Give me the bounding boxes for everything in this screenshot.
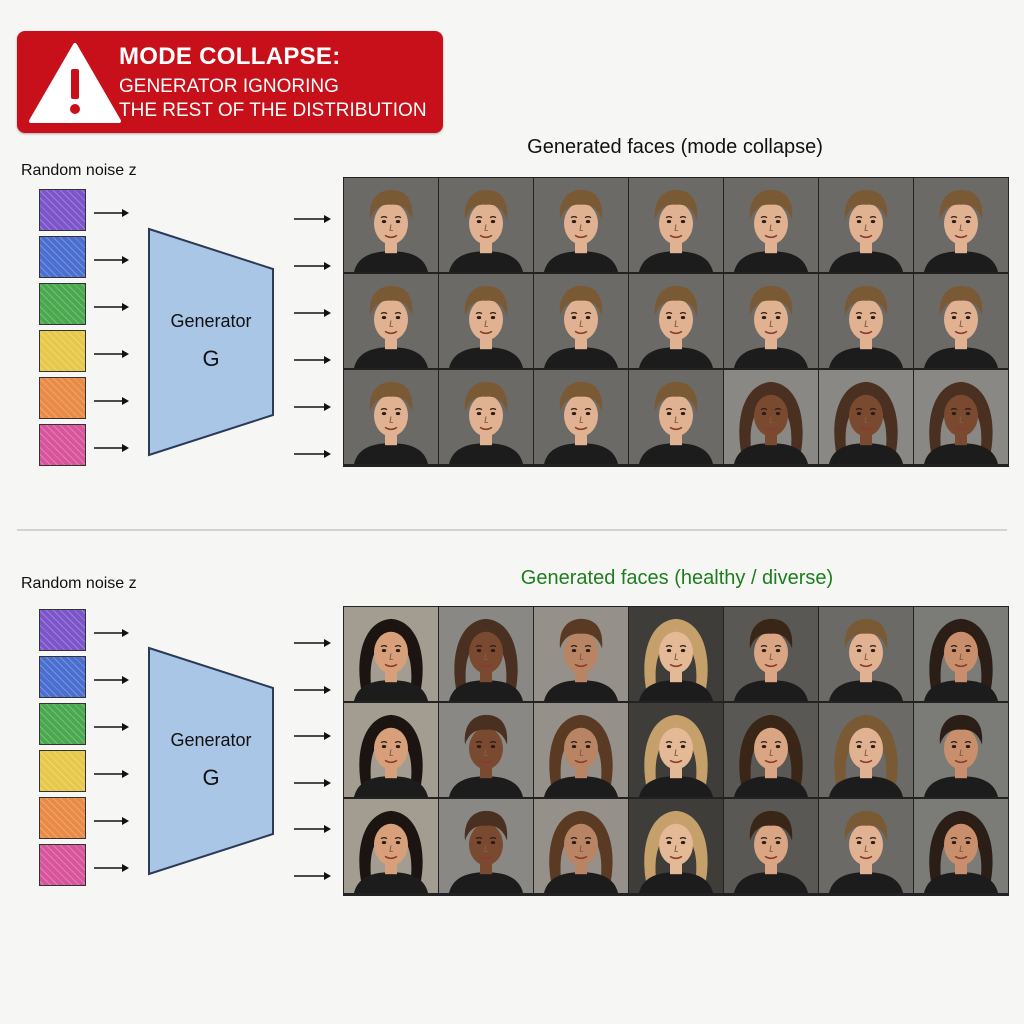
face-cell xyxy=(344,799,438,893)
input-arrow-5 xyxy=(94,813,130,831)
face-cell xyxy=(914,274,1008,368)
banner-subtitle-line-1: GENERATOR IGNORING xyxy=(119,76,339,97)
face-cell xyxy=(629,370,723,464)
face-cell xyxy=(819,178,913,272)
generator-block xyxy=(147,227,277,462)
face-cell xyxy=(914,178,1008,272)
output-arrow-4 xyxy=(294,775,332,793)
face-cell xyxy=(534,274,628,368)
input-arrow-4 xyxy=(94,766,130,784)
face-cell xyxy=(819,703,913,797)
noise-swatch-4 xyxy=(39,750,86,792)
face-cell xyxy=(439,370,533,464)
output-arrow-6 xyxy=(294,868,332,886)
face-cell xyxy=(629,607,723,701)
output-arrow-1 xyxy=(294,211,332,229)
noise-label-healthy: Random noise z xyxy=(21,575,137,592)
output-arrow-5 xyxy=(294,399,332,417)
face-grid xyxy=(343,606,1009,896)
face-cell xyxy=(439,274,533,368)
input-arrow-4 xyxy=(94,346,130,364)
face-cell xyxy=(724,274,818,368)
face-cell xyxy=(629,703,723,797)
input-arrow-1 xyxy=(94,205,130,223)
noise-swatch-5 xyxy=(39,377,86,419)
face-cell xyxy=(344,607,438,701)
grid-title-healthy: Generated faces (healthy / diverse) xyxy=(520,567,834,589)
output-arrow-6 xyxy=(294,446,332,464)
warning-triangle-icon xyxy=(29,43,121,123)
face-cell xyxy=(439,703,533,797)
noise-swatch-2 xyxy=(39,236,86,278)
face-cell xyxy=(534,607,628,701)
face-cell xyxy=(344,274,438,368)
face-cell xyxy=(819,799,913,893)
noise-label-collapse: Random noise z xyxy=(21,162,137,179)
generator-label-collapse: Generator xyxy=(170,311,252,331)
face-cell xyxy=(819,274,913,368)
input-arrow-3 xyxy=(94,299,130,317)
face-cell xyxy=(439,178,533,272)
face-cell xyxy=(439,799,533,893)
face-cell xyxy=(914,703,1008,797)
face-cell xyxy=(629,178,723,272)
noise-swatch-6 xyxy=(39,844,86,886)
face-cell xyxy=(914,607,1008,701)
face-cell xyxy=(914,799,1008,893)
face-cell xyxy=(534,178,628,272)
face-cell xyxy=(724,607,818,701)
face-cell xyxy=(724,178,818,272)
face-cell xyxy=(819,607,913,701)
face-cell xyxy=(439,607,533,701)
input-arrow-5 xyxy=(94,393,130,411)
output-arrow-4 xyxy=(294,352,332,370)
noise-swatch-3 xyxy=(39,703,86,745)
output-arrow-3 xyxy=(294,305,332,323)
noise-swatch-4 xyxy=(39,330,86,372)
output-arrow-5 xyxy=(294,821,332,839)
face-cell xyxy=(819,370,913,464)
face-cell xyxy=(344,178,438,272)
face-cell xyxy=(724,799,818,893)
face-cell xyxy=(534,799,628,893)
noise-swatch-6 xyxy=(39,424,86,466)
face-cell xyxy=(724,703,818,797)
banner-title: MODE COLLAPSE: xyxy=(119,43,341,70)
banner-subtitle-line-2: THE REST OF THE DISTRIBUTION xyxy=(119,100,427,121)
face-cell xyxy=(344,703,438,797)
noise-swatch-5 xyxy=(39,797,86,839)
grid-title-collapse: Generated faces (mode collapse) xyxy=(527,136,823,158)
face-cell xyxy=(534,703,628,797)
generator-label-healthy: Generator xyxy=(170,730,252,750)
noise-swatch-3 xyxy=(39,283,86,325)
output-arrow-1 xyxy=(294,635,332,653)
input-arrow-3 xyxy=(94,719,130,737)
face-grid xyxy=(343,177,1009,467)
generator-letter-healthy: G xyxy=(202,765,220,790)
face-cell xyxy=(629,274,723,368)
face-cell xyxy=(914,370,1008,464)
input-arrow-2 xyxy=(94,252,130,270)
output-arrow-2 xyxy=(294,682,332,700)
face-cell xyxy=(629,799,723,893)
warning-banner xyxy=(17,31,443,133)
output-arrow-3 xyxy=(294,728,332,746)
generator-letter-collapse: G xyxy=(202,346,220,371)
input-arrow-6 xyxy=(94,860,130,878)
input-arrow-1 xyxy=(94,625,130,643)
face-cell xyxy=(724,370,818,464)
generator-block xyxy=(147,646,277,881)
input-arrow-2 xyxy=(94,672,130,690)
face-cell xyxy=(344,370,438,464)
section-divider xyxy=(17,529,1007,531)
noise-swatch-2 xyxy=(39,656,86,698)
input-arrow-6 xyxy=(94,440,130,458)
face-cell xyxy=(534,370,628,464)
output-arrow-2 xyxy=(294,258,332,276)
noise-swatch-1 xyxy=(39,609,86,651)
noise-swatch-1 xyxy=(39,189,86,231)
